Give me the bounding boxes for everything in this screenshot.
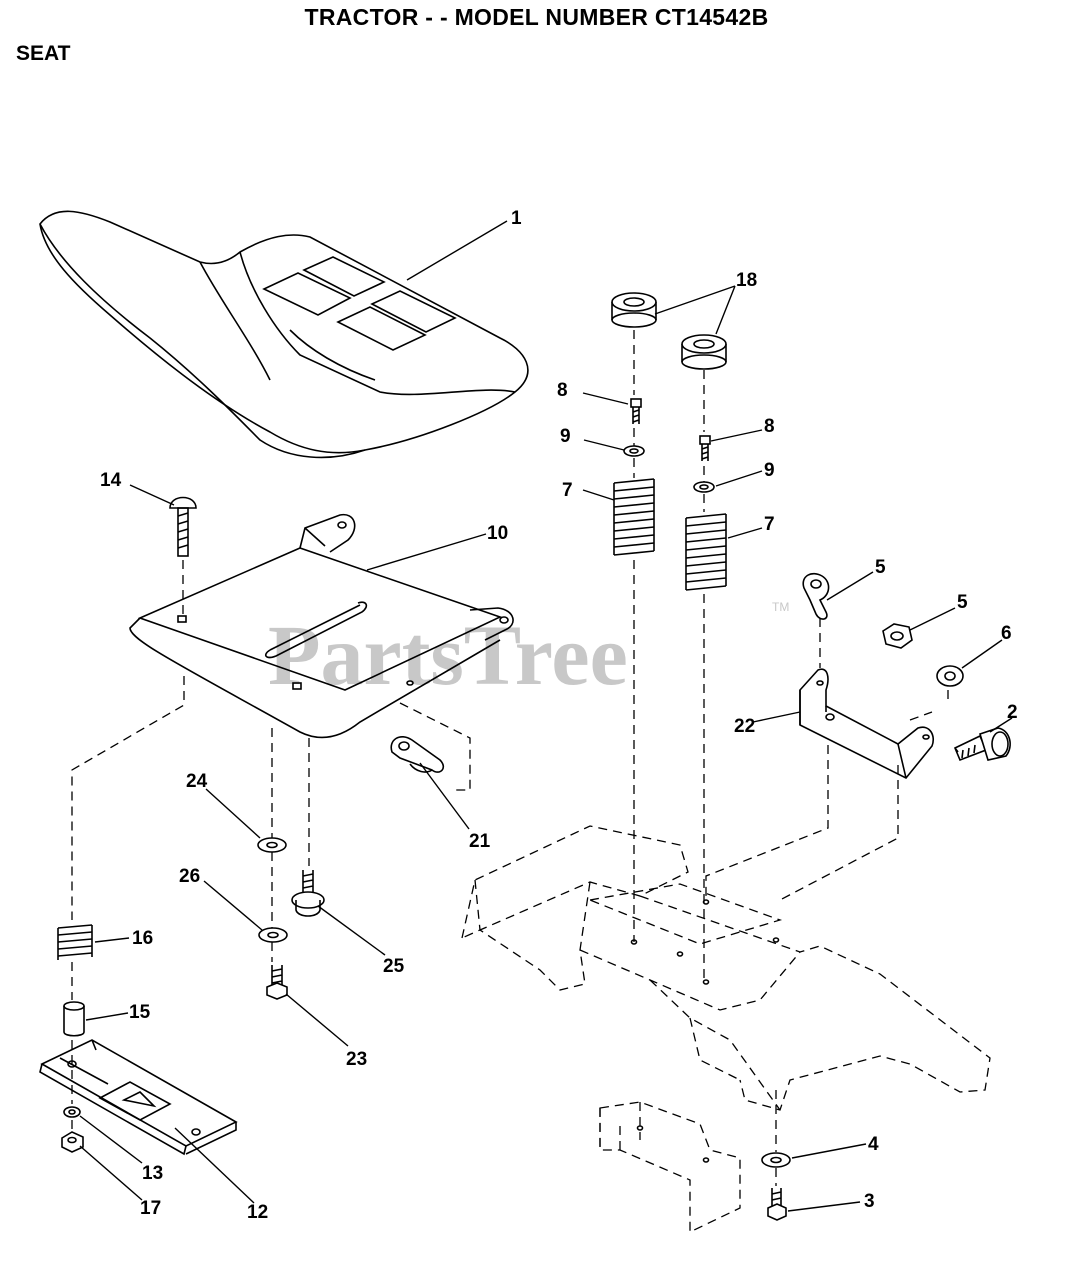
callout-12: 12 — [247, 1202, 268, 1223]
callout-2: 22 — [734, 716, 755, 737]
washer-right[interactable] — [693, 481, 715, 493]
washer-24[interactable] — [257, 837, 287, 853]
callout-8-right: 8 — [764, 416, 775, 437]
callout-5-upper: 5 — [875, 557, 886, 578]
callout-24: 24 — [186, 771, 208, 792]
spring-spacer-left[interactable] — [611, 292, 657, 328]
slide-plate[interactable] — [39, 1039, 238, 1156]
callout-7-left: 7 — [562, 480, 573, 501]
callout-26: 26 — [179, 866, 200, 887]
callout-3: 3 — [864, 1191, 875, 1212]
spring-16[interactable] — [57, 924, 93, 960]
callout-6: 5 — [957, 592, 968, 613]
washer-4[interactable] — [761, 1152, 791, 1168]
spring-left[interactable] — [613, 478, 655, 556]
section-label: SEAT — [16, 42, 71, 65]
callout-13: 13 — [142, 1163, 163, 1184]
callout-7-right: 7 — [764, 514, 775, 535]
assembly-lines — [71, 330, 949, 1186]
callout-15: 15 — [129, 1002, 151, 1023]
watermark: PartsTree — [268, 607, 628, 703]
page-title: TRACTOR - - MODEL NUMBER CT14542B — [304, 4, 769, 30]
seat-pan[interactable] — [129, 513, 514, 739]
carriage-bolt[interactable] — [169, 496, 197, 557]
screw-right[interactable] — [699, 435, 711, 461]
callout-8-left: 8 — [557, 380, 568, 401]
callout-4: 4 — [868, 1134, 879, 1155]
spring-spacer-right[interactable] — [681, 334, 727, 370]
callout-16: 16 — [132, 928, 153, 949]
callout-5-lower: 21 — [469, 831, 491, 852]
screw-left[interactable] — [630, 398, 642, 424]
washer-26[interactable] — [258, 927, 288, 943]
bushing[interactable] — [936, 665, 964, 687]
watermark-trademark: TM — [772, 600, 789, 614]
callout-9-left: 9 — [560, 426, 571, 447]
clip-upper[interactable] — [802, 572, 830, 620]
bolt-3[interactable] — [767, 1188, 787, 1221]
bolt-23[interactable] — [266, 965, 288, 1000]
nut-17[interactable] — [61, 1131, 84, 1153]
clip-lower[interactable] — [390, 736, 445, 773]
spacer-15[interactable] — [63, 1001, 85, 1037]
callout-9-right: 9 — [764, 460, 775, 481]
callout-22: 6 — [1001, 623, 1012, 644]
callout-23: 23 — [346, 1049, 367, 1070]
callout-1: 1 — [511, 208, 522, 229]
tractor-frame — [461, 825, 991, 1234]
seat[interactable] — [39, 210, 529, 459]
callout-14: 14 — [100, 470, 122, 491]
callout-25: 25 — [383, 956, 405, 977]
callout-18: 18 — [736, 270, 757, 291]
shoulder-bolt[interactable] — [953, 727, 1011, 762]
spring-right[interactable] — [685, 513, 727, 591]
bolt-25[interactable] — [291, 870, 325, 917]
nut[interactable] — [882, 623, 913, 649]
callout-10: 10 — [487, 523, 508, 544]
callouts: 1 10 14 18 8 8 9 9 7 7 5 5 6 22 2 21 24 … — [100, 208, 1018, 1223]
callout-17: 17 — [140, 1198, 161, 1219]
leader-lines — [79, 220, 1013, 1212]
bracket[interactable] — [799, 668, 934, 780]
washer-left[interactable] — [623, 445, 645, 457]
washer-13[interactable] — [63, 1106, 81, 1118]
callout-21: 2 — [1007, 702, 1018, 723]
